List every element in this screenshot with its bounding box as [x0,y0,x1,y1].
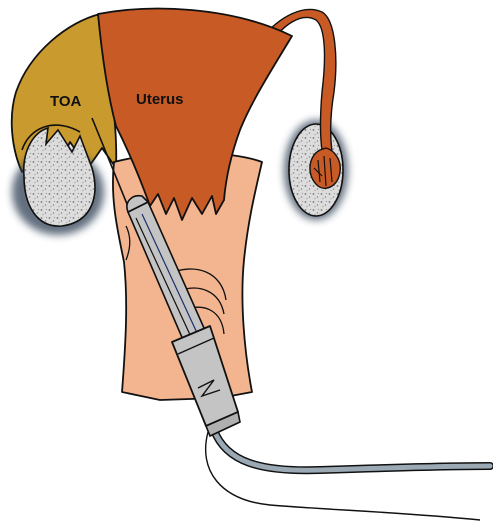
ultrasound-cable-inner [214,430,490,470]
needle-wire [206,432,480,520]
toa-label: TOA [50,93,82,110]
uterus-label: Uterus [136,91,184,108]
